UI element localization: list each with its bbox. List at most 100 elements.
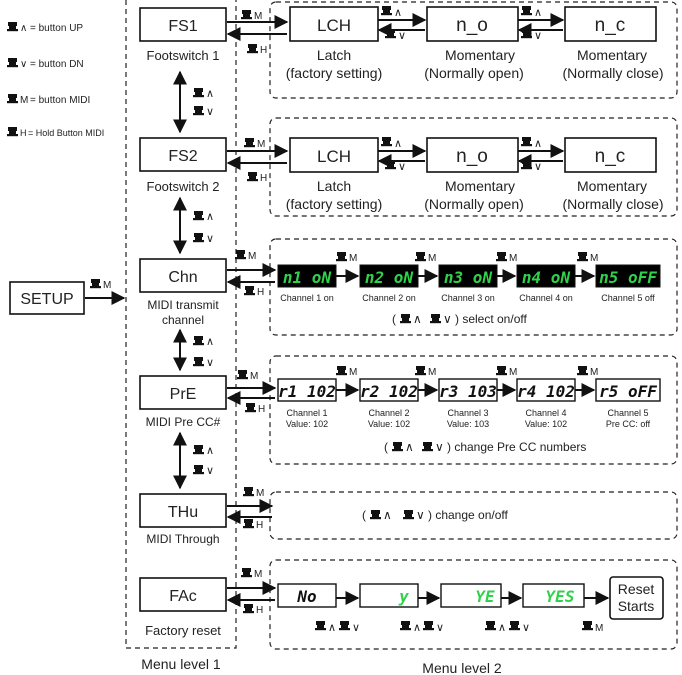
chn-display-1: n1 oN [277,264,337,288]
svg-text:∧: ∧ [498,622,506,634]
svg-text:M: M [254,569,262,580]
svg-text:Channel 2: Channel 2 [368,408,409,418]
level1-vertical-arrows: ∧ ∨ ∧ ∨ ∧ ∨ ∧ ∨ [173,70,214,490]
svg-text:∧: ∧ [20,23,27,34]
svg-text:M: M [248,251,256,262]
chn-box [139,258,227,293]
fac-display-no: No [277,583,337,608]
svg-text:H: H [256,520,263,531]
pre-hint: ) change Pre CC numbers [447,440,586,454]
svg-text:Reset: Reset [618,581,655,597]
svg-text:PrE: PrE [170,386,197,403]
level1-thu: THu MIDI Through [139,493,227,546]
fac-display-y: y [359,583,419,608]
svg-text:∨: ∨ [534,161,542,173]
button-icon [7,94,18,104]
svg-text:∧: ∧ [394,138,402,150]
svg-text:(Normally open): (Normally open) [424,65,524,81]
svg-text:∨: ∨ [20,59,27,70]
chn-options: n1 oN n2 oN n3 oN n4 oN n5 oFF M M M M C… [277,252,661,326]
svg-text:∧: ∧ [383,508,392,522]
svg-text:THu: THu [168,504,198,521]
fac-display-yes: YES [522,583,585,608]
svg-text:(Normally close): (Normally close) [562,65,663,81]
fac-display-ye: YE [440,583,502,608]
thu-box [139,493,227,528]
svg-text:∧: ∧ [394,7,402,19]
svg-text:∨: ∨ [206,233,214,245]
legend-up: = button UP [30,23,83,34]
fs2-options: LCH Latch (factory setting) n_o Momentar… [286,137,664,212]
svg-text:r5 oFF: r5 oFF [599,382,657,401]
pre-display-4: r4 102 [516,378,576,402]
fs2-box [139,137,227,172]
svg-text:∨: ∨ [398,161,406,173]
svg-text:Value: 102: Value: 102 [525,419,567,429]
svg-text:n_o: n_o [456,146,488,167]
svg-text:Channel 4 on: Channel 4 on [519,293,573,303]
pre-box [139,375,227,410]
chn-display-2: n2 oN [359,264,419,288]
svg-text:H: H [257,287,264,298]
svg-text:n4 oN: n4 oN [522,268,571,287]
menu-level-1-caption: Menu level 1 [141,656,221,672]
svg-text:Value: 102: Value: 102 [368,419,410,429]
legend: ∧ = button UP ∨ = button DN M = button M… [7,22,104,138]
svg-text:n1 oN: n1 oN [283,268,332,287]
level1-pre: PrE MIDI Pre CC# [139,375,227,429]
svg-text:∧: ∧ [534,7,542,19]
svg-text:n_c: n_c [595,15,626,36]
svg-text:∨: ∨ [436,622,444,634]
svg-text:∧: ∧ [413,312,422,326]
svg-text:Pre CC: off: Pre CC: off [606,419,651,429]
svg-text:∧: ∧ [413,622,421,634]
svg-text:(factory setting): (factory setting) [286,65,382,81]
svg-text:Latch: Latch [317,47,351,63]
svg-text:H: H [260,173,267,184]
svg-text:∨: ∨ [206,106,214,118]
svg-text:∨: ∨ [534,30,542,42]
svg-text:Channel 1: Channel 1 [286,408,327,418]
setup-label: SETUP [20,291,73,308]
pre-display-2: r2 102 [359,378,419,402]
svg-text:Channel 2 on: Channel 2 on [362,293,416,303]
svg-text:r1 102: r1 102 [278,382,336,401]
button-icon [90,279,101,289]
svg-text:MIDI transmit: MIDI transmit [147,298,219,312]
svg-text:∧: ∧ [206,88,214,100]
svg-text:Channel 5 off: Channel 5 off [601,293,655,303]
svg-text:FS2: FS2 [168,148,197,165]
svg-text:No: No [296,587,316,606]
svg-text:n5 oFF: n5 oFF [599,268,657,287]
svg-text:∨: ∨ [435,440,444,454]
pre-options: r1 102 r2 102 r3 103 r4 102 r5 oFF M M M… [277,366,661,454]
svg-text:r4 102: r4 102 [517,382,575,401]
svg-text:Chn: Chn [168,269,197,286]
svg-text:∧: ∧ [206,445,214,457]
svg-text:∨: ∨ [398,30,406,42]
svg-text:Value: 103: Value: 103 [447,419,489,429]
svg-text:Starts: Starts [618,598,655,614]
svg-text:Value: 102: Value: 102 [286,419,328,429]
menu-level-1-region [125,0,237,649]
svg-text:r2 102: r2 102 [360,382,418,401]
menu-level-2-caption: Menu level 2 [422,660,502,675]
pre-display-3: r3 103 [438,378,498,402]
legend-dn: = button DN [30,59,84,70]
svg-text:H: H [256,605,263,616]
svg-text:M: M [256,488,264,499]
svg-text:M: M [349,253,357,264]
svg-text:M: M [590,253,598,264]
svg-text:M: M [595,623,603,634]
svg-text:H: H [260,45,267,56]
legend-midi: = button MIDI [30,95,90,106]
svg-text:Factory reset: Factory reset [145,623,221,638]
svg-text:Channel 4: Channel 4 [525,408,566,418]
svg-text:∨: ∨ [206,357,214,369]
svg-text:M: M [103,280,111,291]
svg-text:(factory setting): (factory setting) [286,196,382,212]
svg-text:M: M [254,11,262,22]
svg-text:FAc: FAc [169,588,197,605]
svg-text:Channel 3: Channel 3 [447,408,488,418]
svg-text:M: M [590,367,598,378]
